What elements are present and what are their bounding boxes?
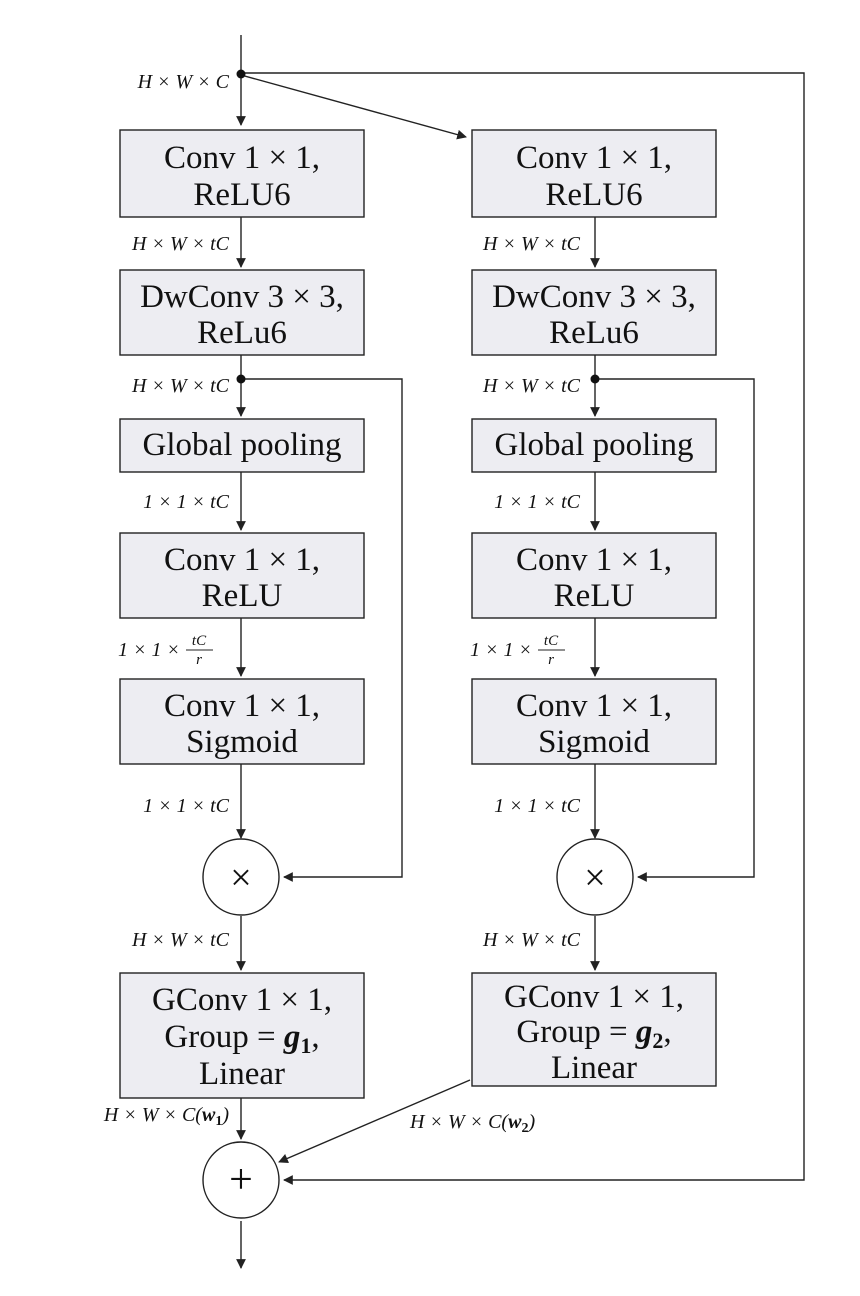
b2-dim-after-conv1: H × W × tC <box>482 233 581 255</box>
b1-conv-relu-line1: Conv 1 × 1, <box>164 542 320 578</box>
junction-dot-b1 <box>236 374 246 384</box>
b2-conv-relu-line1: Conv 1 × 1, <box>516 542 672 578</box>
b1-dim-after-relu-den: r <box>196 652 202 668</box>
b2-dim-after-relu-prefix: 1 × 1 × <box>470 639 532 661</box>
b1-dim-output-sub: 1 <box>215 1114 222 1129</box>
b1-gconv-line2: Group = g1, <box>164 1019 319 1058</box>
b1-dim-after-relu: 1 × 1 × tC r <box>118 633 213 668</box>
b2-gconv-line1: GConv 1 × 1, <box>504 979 684 1015</box>
b1-gconv-group-sub: 1 <box>300 1033 311 1058</box>
b1-conv1-line1: Conv 1 × 1, <box>164 140 320 176</box>
b2-conv1-line1: Conv 1 × 1, <box>516 140 672 176</box>
b2-dim-after-relu: 1 × 1 × tC r <box>470 633 565 668</box>
b2-multiply-node <box>556 838 634 916</box>
b2-conv-relu-block <box>471 532 717 619</box>
b2-conv1-line2: ReLU6 <box>545 177 642 213</box>
b2-dwconv-block <box>471 269 717 356</box>
b1-conv-relu-block <box>119 532 365 619</box>
branch-2: Conv 1 × 1, ReLU6 H × W × tC DwConv 3 × … <box>409 129 717 1136</box>
b1-dwconv-line1: DwConv 3 × 3, <box>140 279 344 315</box>
b2-gconv-group-suffix: , <box>663 1014 671 1050</box>
b1-dim-after-conv1: H × W × tC <box>131 233 230 255</box>
branch-1: Conv 1 × 1, ReLU6 H × W × tC DwConv 3 × … <box>103 129 365 1129</box>
b2-conv-sigmoid-block <box>471 678 717 765</box>
b1-conv1-block <box>119 129 365 218</box>
b2-dim-after-sigmoid: 1 × 1 × tC <box>494 795 581 817</box>
b1-dwconv-block <box>119 269 365 356</box>
b1-dim-output-var: w <box>202 1104 216 1126</box>
b2-dim-output-var: w <box>508 1111 522 1133</box>
b1-dim-output-prefix: H × W × C( <box>103 1104 203 1126</box>
b1-conv-sigmoid-block <box>119 678 365 765</box>
b2-dim-output: H × W × C(w2) <box>409 1111 535 1136</box>
b2-dwconv-line2: ReLu6 <box>549 315 639 351</box>
b1-dim-after-sigmoid: 1 × 1 × tC <box>143 795 230 817</box>
b2-multiply-symbol: × <box>584 857 605 899</box>
junction-dot-input <box>236 69 246 79</box>
b1-dim-after-relu-num: tC <box>192 633 207 649</box>
b1-gconv-block <box>119 972 365 1099</box>
add-node <box>202 1141 280 1219</box>
b2-conv1-block <box>471 129 717 218</box>
b1-dim-after-dwconv: H × W × tC <box>131 375 230 397</box>
b2-dim-output-sub: 2 <box>521 1121 528 1136</box>
b1-dim-after-relu-prefix: 1 × 1 × <box>118 639 180 661</box>
b2-dim-after-relu-num: tC <box>544 633 559 649</box>
split-arrow-right <box>240 74 467 140</box>
b1-multiply-node <box>202 838 280 916</box>
b1-gconv-group-suffix: , <box>311 1019 319 1055</box>
add-symbol: + <box>229 1157 253 1203</box>
b2-dim-after-dwconv: H × W × tC <box>482 375 581 397</box>
b2-gconv-group-prefix: Group = <box>516 1014 635 1050</box>
b1-conv-relu-line2: ReLU <box>202 578 283 614</box>
b2-conv-relu-line2: ReLU <box>554 578 635 614</box>
b1-pool-block <box>119 418 365 473</box>
b2-pool-label: Global pooling <box>495 427 694 463</box>
b2-conv-sigmoid-line2: Sigmoid <box>538 724 650 760</box>
b2-se-skip <box>595 378 755 882</box>
b2-gconv-line3: Linear <box>551 1050 637 1086</box>
b1-multiply-symbol: × <box>230 857 251 899</box>
b2-output-arrow <box>278 1079 471 1164</box>
b1-conv-sigmoid-line1: Conv 1 × 1, <box>164 688 320 724</box>
b2-dim-output-prefix: H × W × C( <box>409 1111 509 1133</box>
b1-dim-after-mult: H × W × tC <box>131 929 230 951</box>
b1-conv-sigmoid-line2: Sigmoid <box>186 724 298 760</box>
b1-se-skip <box>241 378 403 882</box>
b2-gconv-line2: Group = g2, <box>516 1014 671 1053</box>
b2-gconv-block <box>471 972 717 1087</box>
b2-dim-output-suffix: ) <box>527 1111 535 1133</box>
connectors <box>236 35 805 1269</box>
b1-gconv-line1: GConv 1 × 1, <box>152 982 332 1018</box>
b2-pool-block <box>471 418 717 473</box>
b1-conv1-line2: ReLU6 <box>193 177 290 213</box>
b2-dim-after-relu-den: r <box>548 652 554 668</box>
b1-gconv-group-prefix: Group = <box>164 1019 283 1055</box>
b2-dim-after-pool: 1 × 1 × tC <box>494 491 581 513</box>
b2-gconv-group-sub: 2 <box>652 1028 663 1053</box>
b1-dim-output: H × W × C(w1) <box>103 1104 229 1129</box>
junction-dot-b2 <box>590 374 600 384</box>
input-dim-label: H × W × C <box>137 71 230 93</box>
b2-dwconv-line1: DwConv 3 × 3, <box>492 279 696 315</box>
b1-dim-after-pool: 1 × 1 × tC <box>143 491 230 513</box>
residual-shortcut <box>241 72 805 1185</box>
b1-gconv-line3: Linear <box>199 1056 285 1092</box>
b1-dwconv-line2: ReLu6 <box>197 315 287 351</box>
b1-pool-label: Global pooling <box>143 427 342 463</box>
b2-gconv-group-var: g <box>635 1014 653 1050</box>
b1-dim-output-suffix: ) <box>221 1104 229 1126</box>
b1-gconv-group-var: g <box>283 1019 301 1055</box>
b2-conv-sigmoid-line1: Conv 1 × 1, <box>516 688 672 724</box>
b2-dim-after-mult: H × W × tC <box>482 929 581 951</box>
